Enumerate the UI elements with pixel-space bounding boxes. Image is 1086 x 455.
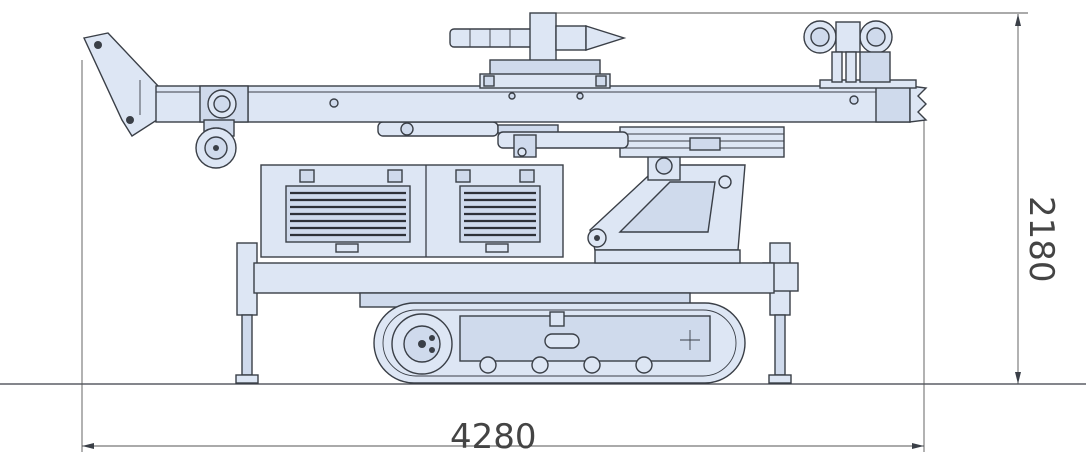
mast-support-arm <box>587 151 746 264</box>
main-mast <box>155 79 928 123</box>
winch-pulley <box>195 119 237 169</box>
mast-hinge-bracket <box>82 32 161 137</box>
height-dimension-label: 2180 <box>1021 196 1061 283</box>
right-grille <box>464 191 536 237</box>
power-pack-housing <box>260 164 564 258</box>
dimension-lines <box>81 12 1028 452</box>
length-dimension-label: 4280 <box>450 417 537 455</box>
left-outrigger <box>235 242 259 384</box>
hydraulic-cylinders <box>377 121 629 158</box>
top-valves <box>803 20 893 83</box>
chassis-beam <box>253 262 775 294</box>
left-grille <box>290 191 406 237</box>
rotary-joint <box>619 126 785 158</box>
rotary-head <box>449 12 627 100</box>
crawler-track <box>373 302 746 384</box>
